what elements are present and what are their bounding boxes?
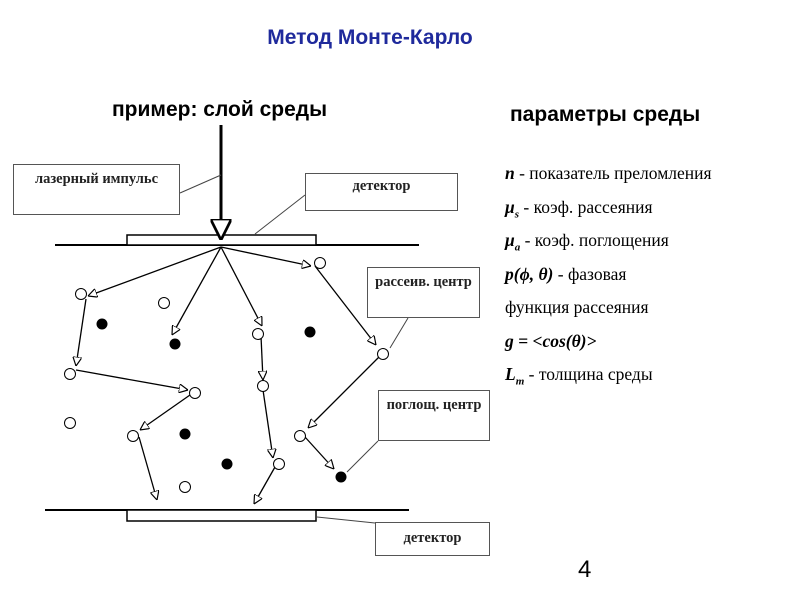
callout-absorption-center: поглощ. центр <box>378 390 490 441</box>
param-description: - коэф. рассеяния <box>519 196 653 217</box>
param-symbol: g = <cos(θ)> <box>505 330 597 351</box>
param-symbol: L <box>505 364 516 384</box>
param-description: - фазовая <box>553 263 627 284</box>
params-heading: параметры среды <box>510 103 701 126</box>
param-item: функция рассеяния <box>505 294 712 328</box>
param-item: n - показатель преломления <box>505 160 712 194</box>
param-description: функция рассеяния <box>505 297 649 317</box>
callout-leaders <box>179 174 409 524</box>
param-item: μa - коэф. поглощения <box>505 227 712 261</box>
callout-detector-bottom: детектор <box>375 522 490 556</box>
page-number: 4 <box>578 556 592 583</box>
param-item: μs - коэф. рассеяния <box>505 194 712 228</box>
param-symbol: μ <box>505 196 515 217</box>
callout-laser-pulse: лазерный импульс <box>13 164 180 215</box>
photon-paths <box>76 246 381 504</box>
detector-bottom <box>126 509 317 522</box>
callout-detector-top: детектор <box>305 173 458 211</box>
slide-title: Метод Монте-Карло <box>267 26 473 49</box>
scattering-centers <box>64 257 389 493</box>
param-symbol: p(ϕ, θ) <box>505 263 554 284</box>
param-description: - показатель преломления <box>514 163 712 183</box>
param-description: - коэф. поглощения <box>520 230 669 250</box>
param-item: p(ϕ, θ) - фазовая <box>505 261 712 295</box>
param-symbol: μ <box>505 230 515 250</box>
param-description: - толщина среды <box>524 364 653 384</box>
param-item: g = <cos(θ)> <box>505 328 712 362</box>
callout-scattering-center: рассеив. центр <box>367 267 480 318</box>
param-subscript: m <box>515 375 525 388</box>
param-symbol: n <box>505 163 515 183</box>
param-item: Lm - толщина среды <box>505 361 712 395</box>
param-subscript: s <box>514 208 520 220</box>
example-heading: пример: слой среды <box>112 98 328 121</box>
absorption-centers <box>96 318 347 483</box>
param-subscript: a <box>514 241 521 254</box>
